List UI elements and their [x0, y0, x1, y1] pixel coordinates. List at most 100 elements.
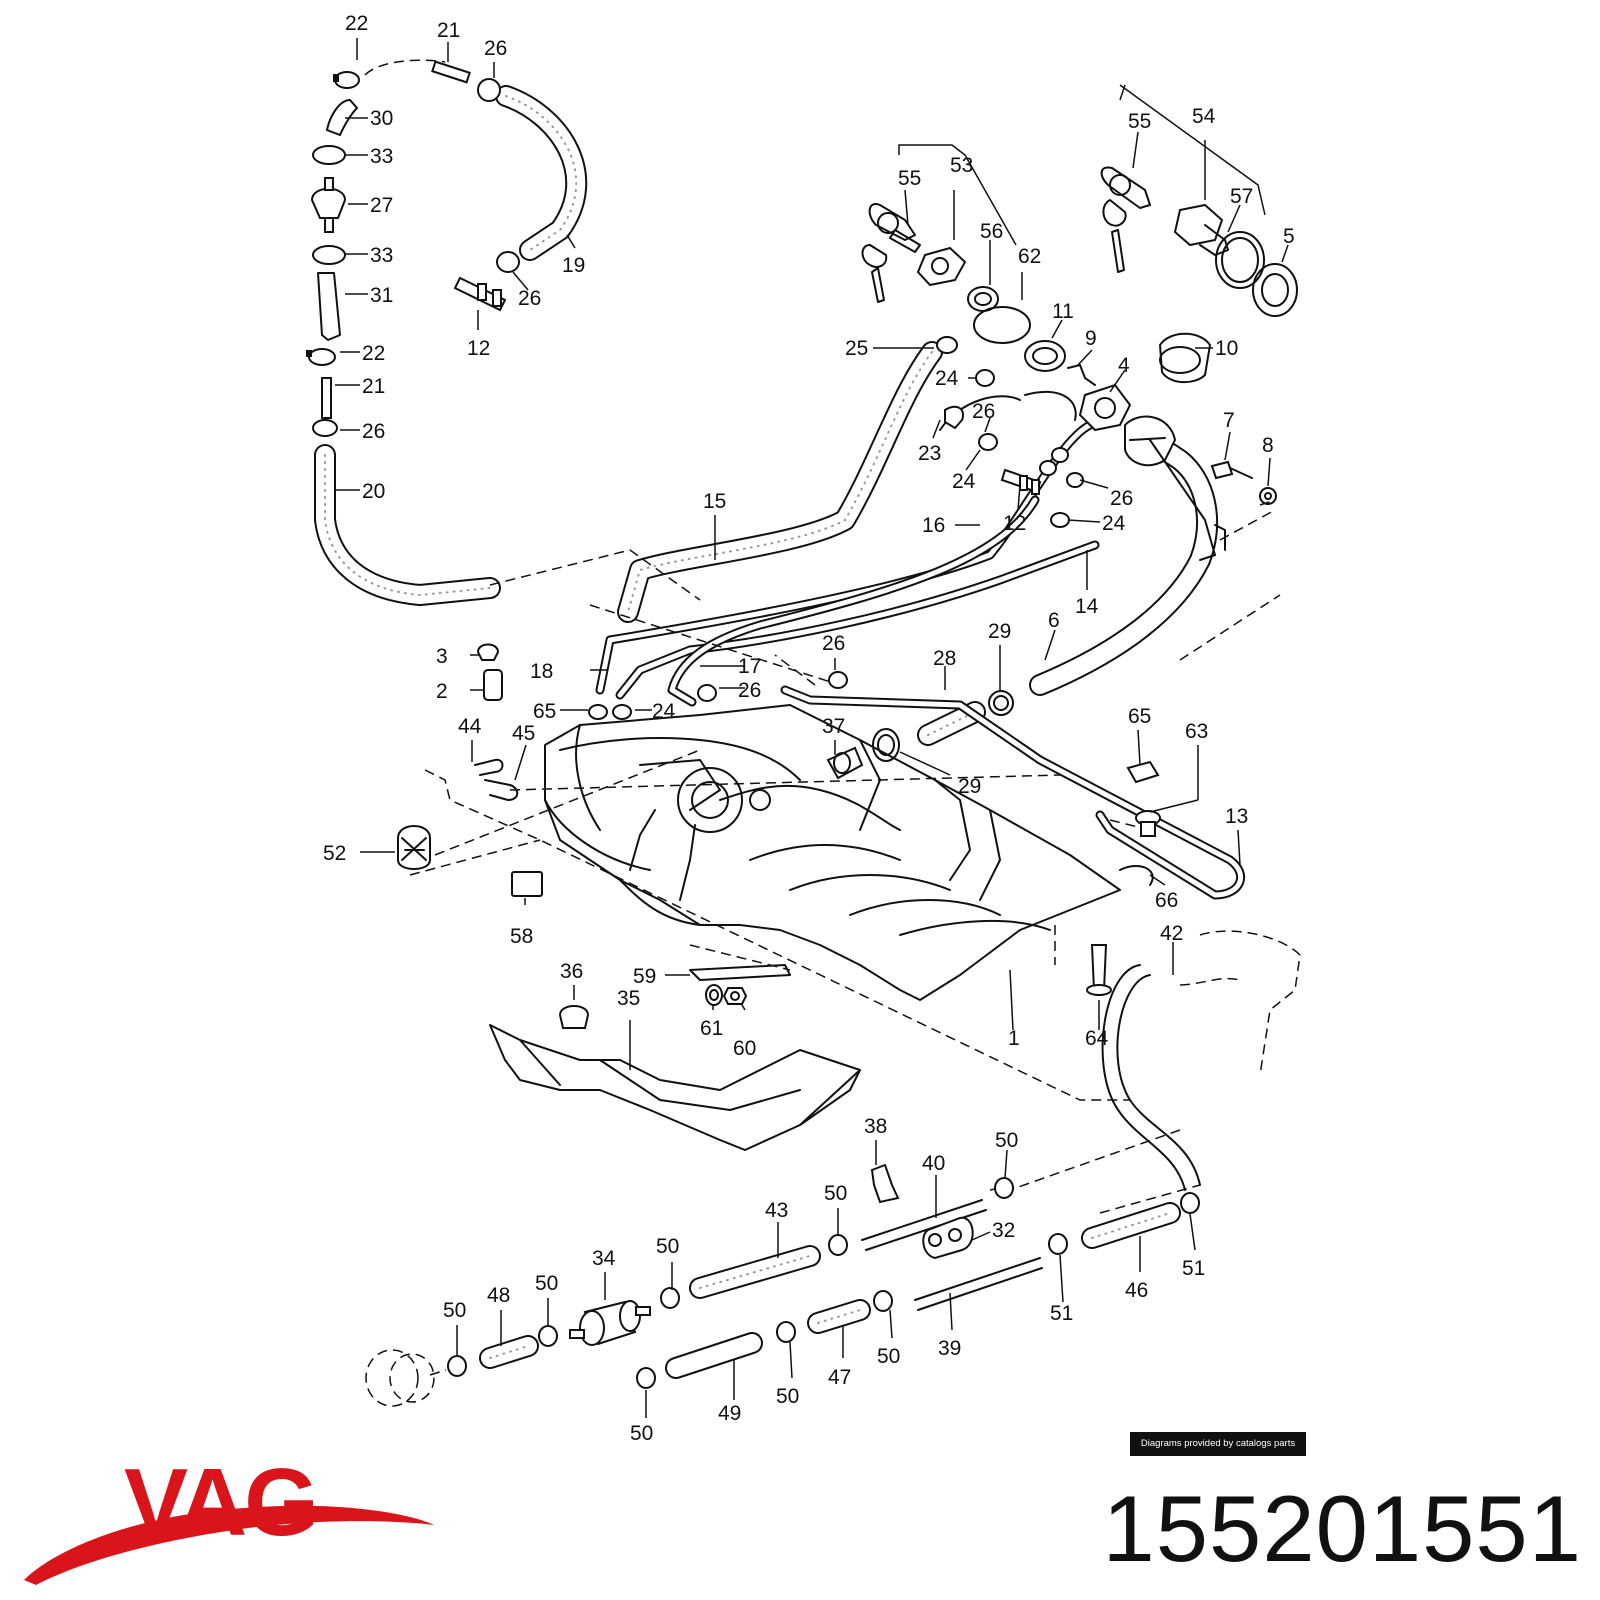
label-30: 30 [370, 107, 393, 130]
label-52: 52 [323, 842, 346, 865]
clamp-22-top [333, 71, 360, 89]
hose-47 [807, 1299, 871, 1334]
label-31: 31 [370, 284, 393, 307]
leader-lines [335, 38, 1289, 1418]
label-33: 33 [370, 145, 393, 168]
label-34: 34 [592, 1247, 616, 1270]
label-45: 45 [512, 722, 535, 745]
filler-neck-6 [1029, 429, 1218, 696]
label-21: 21 [362, 375, 385, 398]
clamp-26-top [477, 78, 501, 102]
label-9: 9 [1085, 327, 1097, 350]
label-22: 22 [345, 12, 368, 35]
grommet-36 [558, 1005, 590, 1029]
label-61: 61 [700, 1017, 723, 1040]
label-12: 12 [1003, 512, 1026, 535]
hose-48 [479, 1335, 539, 1369]
label-63: 63 [1185, 720, 1208, 743]
label-2: 2 [436, 680, 448, 703]
label-50: 50 [824, 1182, 847, 1205]
screw-7-washer-8 [1210, 460, 1277, 505]
fuel-tank [544, 704, 1121, 1001]
bolt-64 [1086, 944, 1112, 996]
part-number: 155201551 [1102, 1476, 1582, 1581]
label-12: 12 [467, 337, 490, 360]
clips-44-45 [474, 758, 519, 801]
label-38: 38 [864, 1115, 887, 1138]
label-51: 51 [1050, 1302, 1073, 1325]
label-56: 56 [980, 220, 1003, 243]
label-50: 50 [535, 1272, 558, 1295]
clamp-29-b [872, 728, 900, 762]
label-40: 40 [922, 1152, 945, 1175]
label-27: 27 [370, 194, 393, 217]
hose-31 [317, 272, 341, 341]
label-47: 47 [828, 1366, 851, 1389]
diagram-credit: Diagrams provided by catalogs parts [1130, 1432, 1306, 1456]
label-62: 62 [1018, 245, 1041, 268]
hose-20 [314, 444, 501, 606]
pad-58 [511, 871, 543, 897]
label-18: 18 [530, 660, 553, 683]
label-60: 60 [733, 1037, 756, 1060]
label-26: 26 [1110, 487, 1133, 510]
grommet-52 [397, 825, 431, 870]
label-33: 33 [370, 244, 393, 267]
label-50: 50 [776, 1385, 799, 1408]
label-29: 29 [988, 620, 1011, 643]
fuel-line-13 [780, 685, 1246, 900]
label-26: 26 [738, 679, 761, 702]
washer-61-nut-60 [705, 984, 748, 1006]
label-4: 4 [1118, 354, 1130, 377]
clamps-mid [588, 336, 1084, 720]
label-37: 37 [822, 715, 845, 738]
label-5: 5 [1283, 225, 1295, 248]
logo-swoosh [24, 1505, 434, 1585]
lock-54 [1100, 166, 1298, 317]
label-26: 65 [533, 700, 556, 723]
label-8: 8 [1262, 434, 1274, 457]
elbow-30 [325, 98, 359, 137]
neck-head [1124, 415, 1226, 561]
hose-28 [917, 701, 986, 746]
label-55: 55 [898, 167, 921, 190]
label-39: 39 [938, 1337, 961, 1360]
clamp-22-b [306, 348, 336, 366]
cap-10 [1158, 332, 1212, 384]
label-43: 43 [765, 1199, 788, 1222]
flange-4 [1078, 383, 1132, 432]
hose-49 [665, 1332, 763, 1379]
label-36: 36 [560, 960, 583, 983]
label-50: 50 [443, 1299, 466, 1322]
logo-wordmark: VAG [124, 1449, 316, 1556]
part-labels: 22 21 26 30 33 27 33 31 22 21 26 20 19 2… [323, 12, 1295, 1445]
tank-right-edge [1179, 930, 1301, 1076]
bracket-59 [689, 964, 791, 981]
label-24: 24 [935, 367, 959, 390]
label-21: 21 [437, 19, 460, 42]
label-32: 32 [992, 1219, 1015, 1242]
label-59: 59 [633, 965, 656, 988]
label-53: 53 [950, 154, 973, 177]
cap-3-sleeve-2 [476, 643, 503, 701]
label-44: 44 [458, 715, 482, 738]
valve-27 [310, 177, 347, 233]
hose-42 [1101, 964, 1201, 1191]
label-24: 24 [952, 470, 976, 493]
clamp-33-b [312, 245, 346, 265]
label-14: 14 [1075, 595, 1099, 618]
clip-66 [1119, 865, 1154, 886]
hose-clamps-50 [447, 1177, 1200, 1389]
label-11: 11 [1052, 300, 1074, 323]
label-23: 23 [918, 442, 941, 465]
label-65: 65 [1128, 705, 1151, 728]
clip-38 [870, 1163, 900, 1204]
hose-15 [617, 341, 943, 623]
hose-46 [1081, 1202, 1181, 1249]
label-46: 46 [1125, 1279, 1148, 1302]
tank-strap-35 [489, 1024, 861, 1151]
label-50: 50 [630, 1422, 653, 1445]
label-26: 26 [972, 400, 995, 423]
label-7: 7 [1223, 409, 1235, 432]
